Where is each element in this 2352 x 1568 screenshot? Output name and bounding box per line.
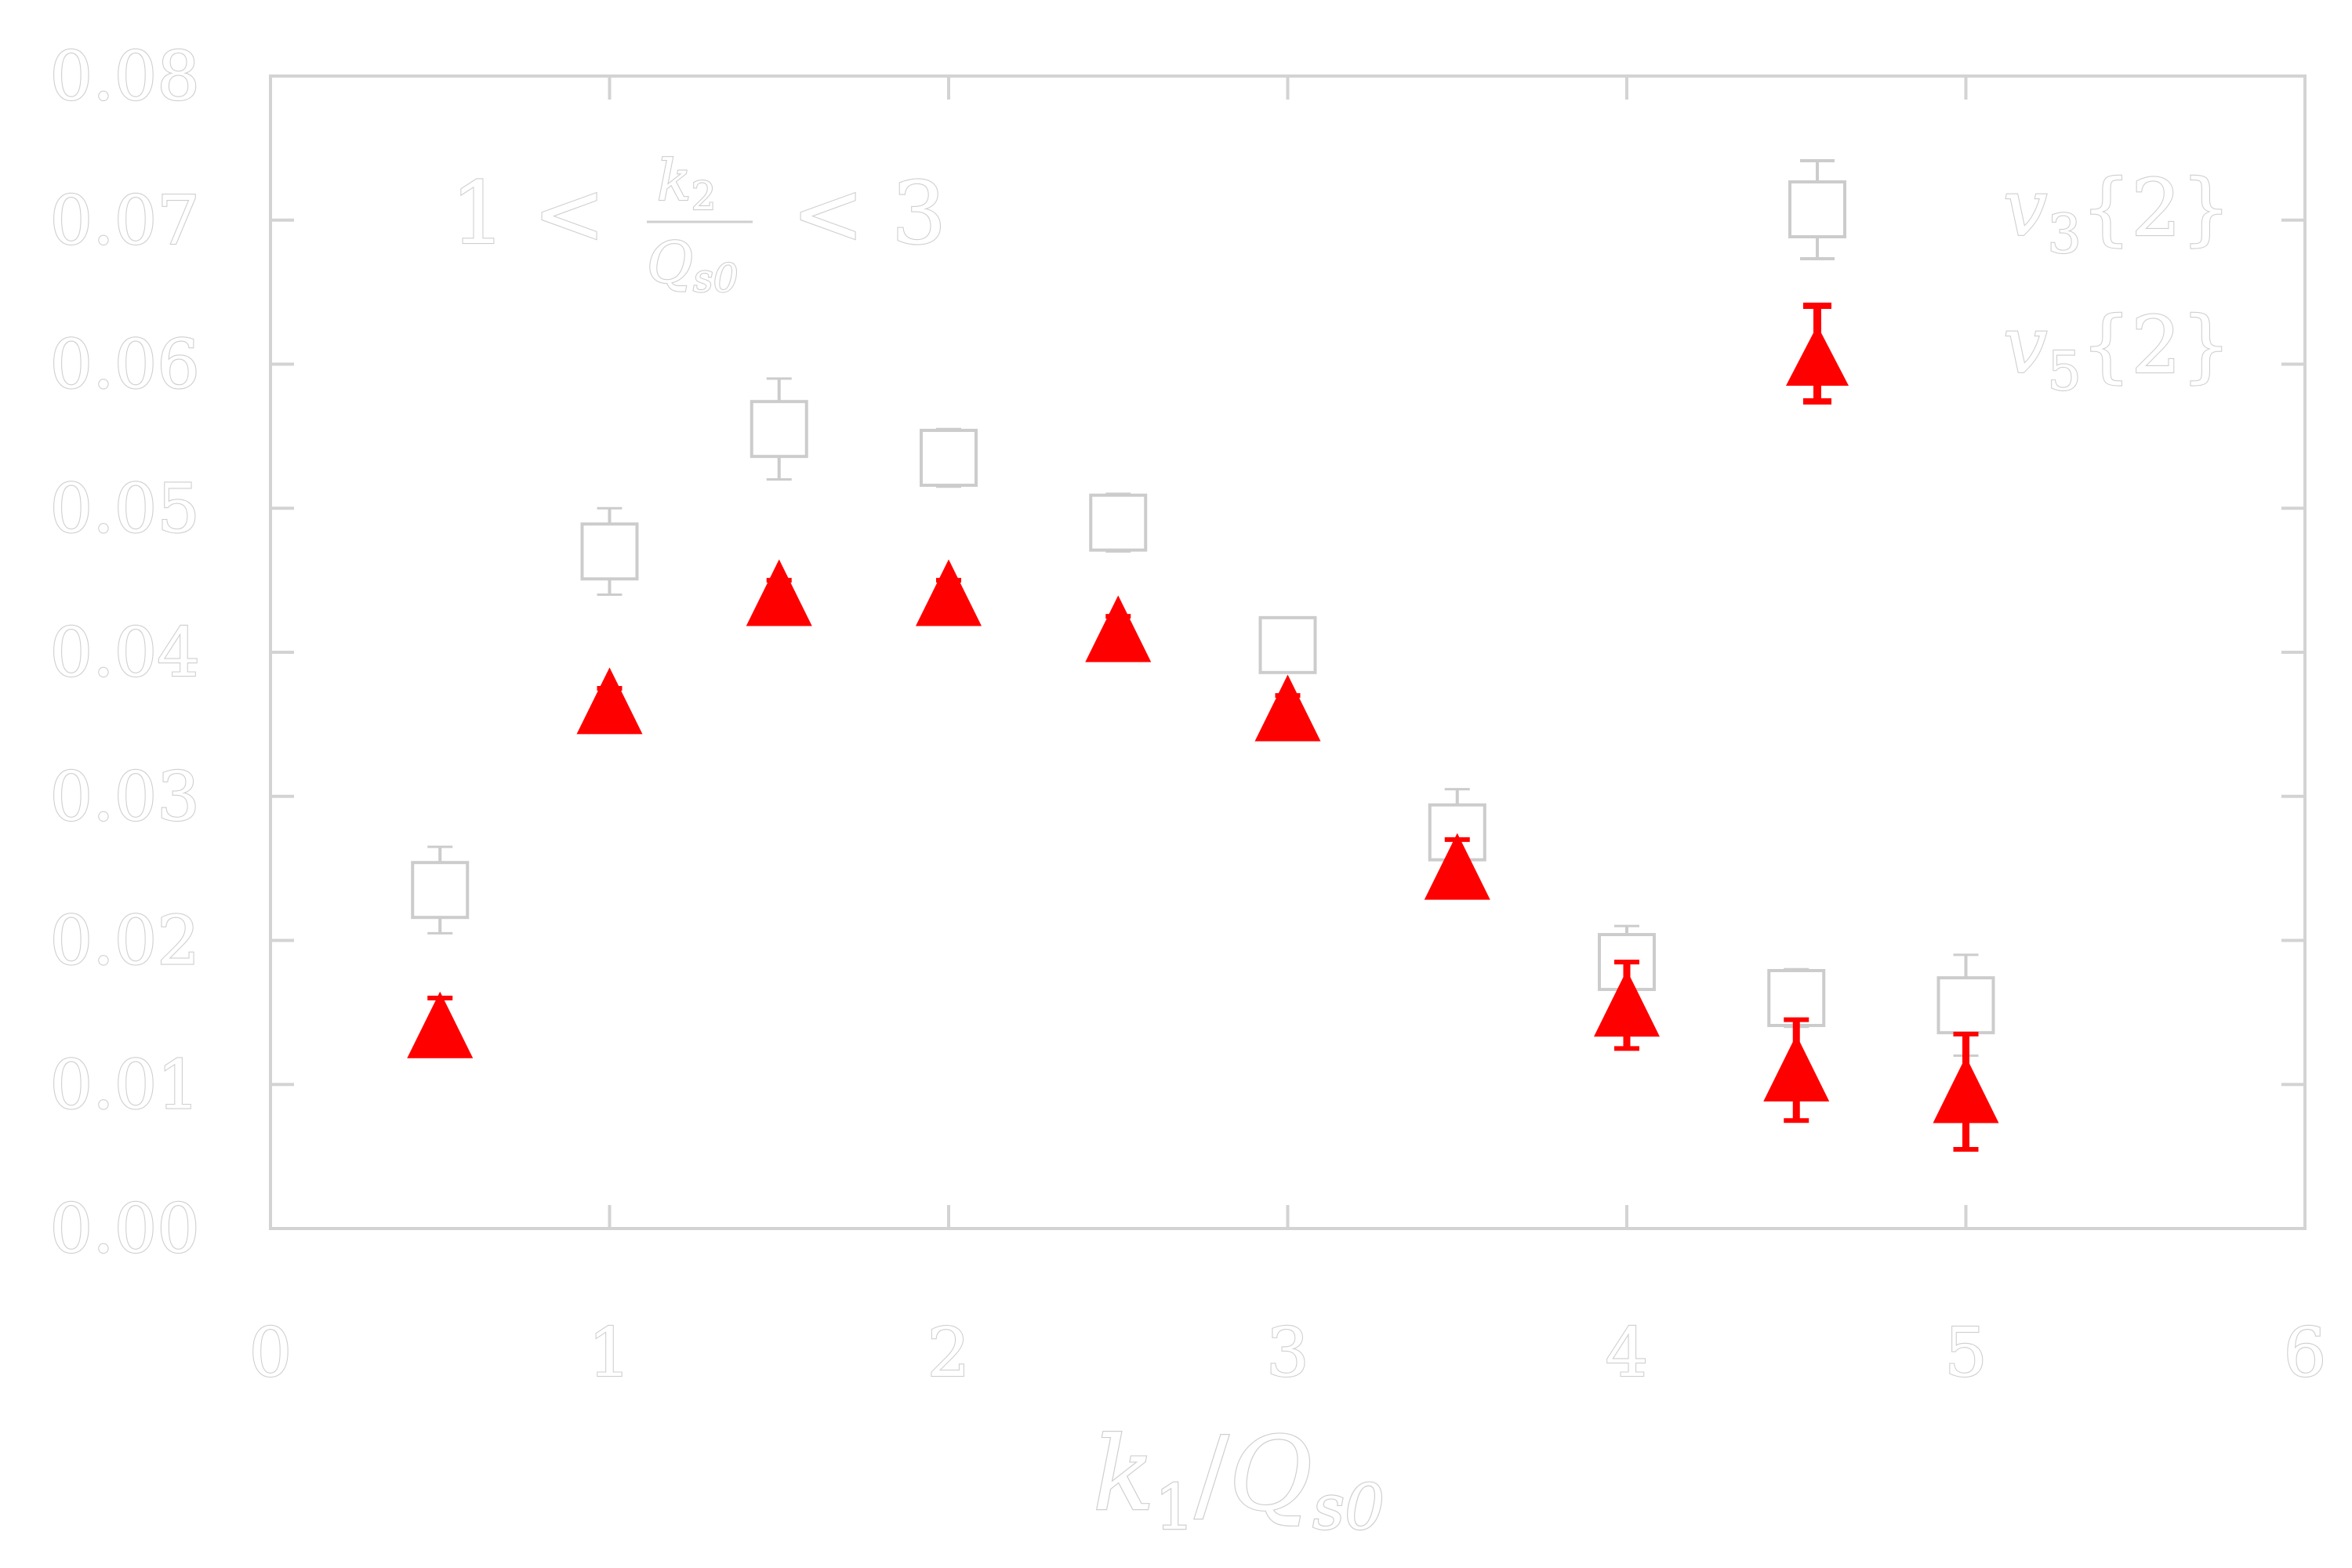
point-2-2 xyxy=(746,559,812,626)
point-1-4 xyxy=(1089,493,1148,552)
y-tick-label-6: 0.06 xyxy=(50,326,200,405)
point-2-7 xyxy=(1594,970,1660,1037)
point-2-0 xyxy=(407,991,474,1058)
x-tick-label-4: 4 xyxy=(1606,1314,1649,1392)
legend-entry-v5: v5{2} xyxy=(1786,299,2232,405)
x-tick-label-0: 0 xyxy=(249,1314,292,1392)
x-tick-label-6: 6 xyxy=(2284,1314,2327,1392)
axis-ticks xyxy=(269,74,2307,1230)
point-1-8 xyxy=(1767,969,1826,1027)
y-tick-label-4: 0.04 xyxy=(50,614,200,692)
series-layer xyxy=(407,377,1999,1152)
series-2 xyxy=(407,559,1999,1152)
y-tick-label-3: 0.03 xyxy=(50,758,200,837)
x-tick-label-1: 1 xyxy=(588,1314,631,1392)
point-2-9 xyxy=(1933,1056,1999,1123)
point-1-1 xyxy=(580,522,639,581)
x-axis-label: k1/Qs0 xyxy=(1093,1414,1385,1544)
y-tick-label-5: 0.05 xyxy=(50,470,200,548)
svg-text:1 <: 1 < xyxy=(451,163,605,263)
x-tick-label-5: 5 xyxy=(1944,1314,1987,1392)
x-tick-label-2: 2 xyxy=(927,1314,971,1392)
point-2-4 xyxy=(1085,595,1152,662)
x-tick-labels: 0 1 2 3 4 5 6 xyxy=(249,1313,2328,1393)
y-tick-labels: 0.00 0.01 0.02 0.03 0.04 0.05 0.06 0.07 0.08 xyxy=(49,37,201,1269)
point-1-2 xyxy=(750,400,808,459)
y-tick-label-7: 0.07 xyxy=(50,182,200,260)
point-1-9 xyxy=(1936,976,1995,1035)
svg-text:k2: k2 xyxy=(657,147,716,219)
svg-text:v3{2}: v3{2} xyxy=(2003,162,2231,266)
annotation-k2-range: 1 < k2 Qs0 < 3 xyxy=(450,147,947,302)
y-tick-label-8: 0.08 xyxy=(50,38,200,116)
y-tick-label-0: 0.00 xyxy=(50,1190,200,1269)
series-1 xyxy=(411,377,1995,1057)
legend: v3{2} v5{2} xyxy=(1786,159,2232,405)
point-2-1 xyxy=(576,667,643,735)
y-tick-label-1: 0.01 xyxy=(50,1046,200,1124)
point-1-5 xyxy=(1258,615,1317,674)
point-2-8 xyxy=(1763,1034,1830,1102)
y-tick-label-2: 0.02 xyxy=(50,902,200,981)
svg-text:< 3: < 3 xyxy=(792,163,946,263)
point-1-3 xyxy=(920,428,978,487)
point-2-3 xyxy=(916,559,982,626)
svg-text:v5{2}: v5{2} xyxy=(2003,299,2231,403)
point-1-0 xyxy=(411,861,470,920)
point-2-5 xyxy=(1254,674,1321,742)
x-tick-label-3: 3 xyxy=(1266,1314,1309,1392)
svg-text:Qs0: Qs0 xyxy=(647,230,739,301)
point-2-6 xyxy=(1424,833,1490,900)
legend-entry-v3: v3{2} xyxy=(1788,159,2232,267)
